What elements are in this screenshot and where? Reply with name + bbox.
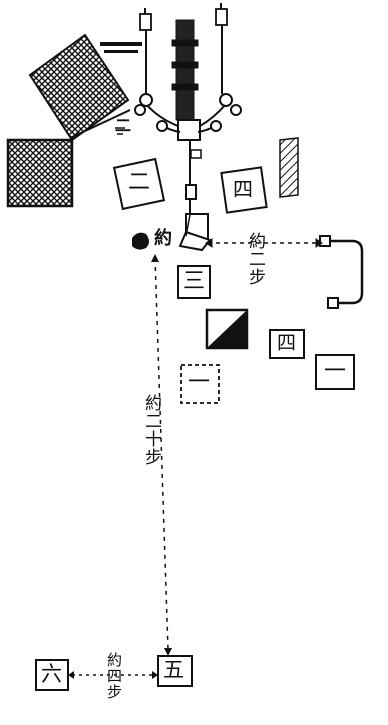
label-five: 五 bbox=[163, 658, 184, 682]
marker-box-two bbox=[112, 157, 166, 211]
bracket-barrier-icon bbox=[319, 235, 364, 309]
angled-wall-line bbox=[69, 109, 131, 139]
marker-box-six bbox=[35, 659, 69, 691]
marker-box-five bbox=[157, 655, 193, 687]
label-two-box: 二 bbox=[128, 170, 151, 195]
marker-box-one-dashed bbox=[180, 364, 220, 404]
marker-box-four-upper bbox=[220, 166, 268, 214]
dashed-arrow-right bbox=[205, 238, 323, 248]
dashed-arrow-vertical bbox=[151, 254, 172, 656]
label-two-upper: 二 bbox=[115, 116, 132, 135]
tick-marks bbox=[115, 127, 125, 135]
marker-box-three bbox=[177, 265, 211, 299]
hatched-panel-upper-left bbox=[28, 33, 142, 142]
label-about-prefix: 約 bbox=[154, 228, 172, 249]
label-four-upper: 四 bbox=[233, 177, 253, 201]
hatched-post-right bbox=[279, 137, 299, 198]
label-about-two-steps: 約二步 bbox=[245, 232, 265, 286]
central-pole-icon bbox=[134, 3, 242, 200]
hatched-panel-lower-left bbox=[6, 138, 74, 208]
pole-base-icon bbox=[178, 199, 212, 252]
marker-box-four-lower bbox=[269, 329, 305, 359]
label-four-lower: 四 bbox=[277, 332, 297, 354]
label-three: 三 bbox=[183, 269, 206, 294]
label-about-four-steps: 約四步 bbox=[105, 652, 123, 700]
label-one-right: 一 bbox=[324, 359, 347, 384]
half-filled-square-icon bbox=[205, 308, 249, 350]
label-one-dashed: 一 bbox=[188, 370, 211, 395]
marker-box-one-right bbox=[315, 354, 355, 390]
label-about-twenty-steps: 約二十步 bbox=[141, 394, 161, 466]
label-six: 六 bbox=[41, 662, 62, 686]
dashed-arrow-horizontal-bottom bbox=[68, 671, 158, 679]
ink-blot bbox=[132, 232, 149, 250]
